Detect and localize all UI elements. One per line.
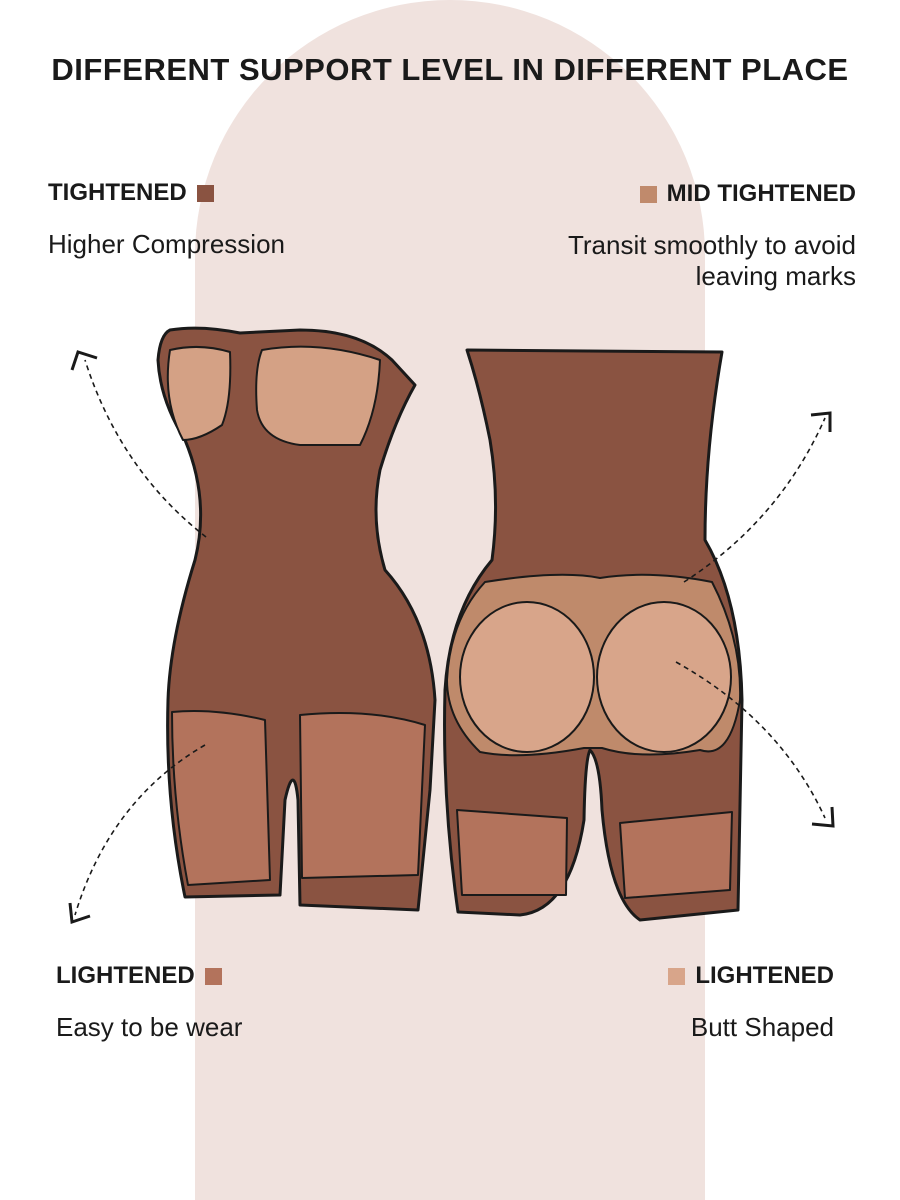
label-desc-tightened: Higher Compression [48, 229, 285, 259]
arrow-mid-tightened [683, 417, 826, 583]
label-heading: MID TIGHTENED [666, 180, 856, 207]
arrow-lightened-left [74, 744, 206, 916]
front-cup-right [255, 345, 381, 446]
label-desc-lightened-left: Easy to be wear [56, 1012, 243, 1042]
back-leg-right-panel [619, 811, 733, 899]
desc-line: Transit smoothly to avoid [567, 230, 856, 260]
label-mid-tightened: MID TIGHTENED [639, 180, 856, 208]
front-leg-left-panel [171, 710, 271, 886]
desc-line: leaving marks [695, 261, 856, 291]
arrowhead-icon [811, 806, 835, 828]
back-butt-left [459, 601, 595, 753]
label-heading: LIGHTENED [695, 962, 834, 989]
arrowhead-icon [810, 411, 832, 432]
arrow-lightened-right [675, 661, 826, 819]
front-leg-right-panel [299, 712, 426, 879]
back-leg-left-panel [456, 809, 568, 896]
page-title: DIFFERENT SUPPORT LEVEL IN DIFFERENT PLA… [51, 52, 849, 87]
label-desc-lightened-right: Butt Shaped [690, 1012, 834, 1042]
color-swatch [196, 184, 214, 202]
color-swatch [639, 185, 657, 203]
label-heading: LIGHTENED [56, 962, 195, 989]
arrowhead-icon [68, 902, 91, 925]
label-heading: TIGHTENED [48, 179, 187, 206]
color-swatch [204, 967, 222, 985]
label-desc-mid-tightened: Transit smoothly to avoid leaving marks [568, 230, 856, 292]
label-tightened: TIGHTENED [48, 179, 214, 207]
arrowhead-icon [70, 350, 98, 371]
front-cup-left [166, 346, 232, 441]
back-butt-right [596, 601, 732, 753]
label-lightened-right: LIGHTENED [668, 962, 834, 990]
arrow-tightened [84, 359, 207, 538]
color-swatch [668, 967, 686, 985]
label-lightened-left: LIGHTENED [56, 962, 222, 990]
